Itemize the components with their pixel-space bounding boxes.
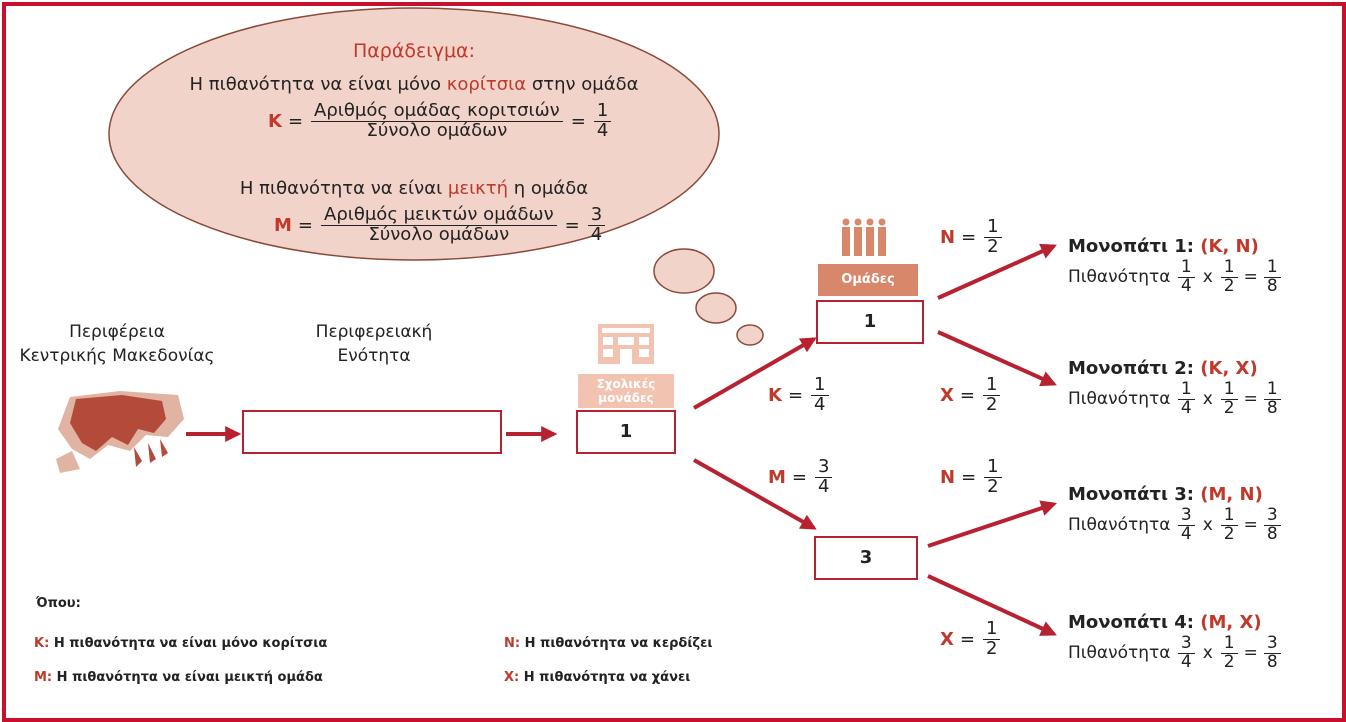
arrow-mixed-to-path3: [927, 500, 1058, 548]
arrow-schools-to-mixed: [693, 458, 817, 530]
schools-box: 1: [576, 410, 676, 454]
thought-bubble-dot-1: [653, 248, 715, 294]
arrow-schools-to-groups: [693, 337, 817, 410]
unit-label: Περιφερειακή Ενότητα: [315, 322, 433, 366]
legend-n: N: Η πιθανότητα να κερδίζει: [504, 636, 713, 651]
m-description: Η πιθανότητα να είναι μεικτή η ομάδα: [239, 178, 589, 199]
diagram-graphics: [108, 7, 1058, 636]
arrow-mixed-to-path4: [927, 574, 1057, 636]
groups-label: Ομάδες: [818, 264, 918, 296]
region-label: Περιφέρεια Κεντρικής Μακεδονίας: [19, 322, 215, 366]
mixed-box: 3: [814, 536, 918, 580]
k-description: Η πιθανότητα να είναι μόνο κορίτσια στην…: [189, 74, 639, 95]
groups-box: 1: [816, 300, 924, 344]
thought-bubble-dot-3: [736, 324, 764, 346]
thought-bubble: [108, 7, 720, 261]
thought-bubble-dot-2: [695, 292, 737, 324]
legend-heading: Όπου:: [36, 596, 81, 611]
region-map-icon: [56, 391, 184, 473]
arrow-groups-to-path1: [937, 243, 1057, 300]
arrow-groups-to-path2: [937, 330, 1057, 387]
example-title: Παράδειγμα:: [353, 40, 475, 62]
legend-k: K: Η πιθανότητα να είναι μόνο κορίτσια: [34, 636, 328, 651]
legend-m: M: Η πιθανότητα να είναι μεικτή ομάδα: [34, 670, 323, 685]
legend-x: X: Η πιθανότητα να χάνει: [504, 670, 691, 685]
regional-unit-box: [242, 410, 502, 454]
schools-label: Σχολικές μονάδες: [578, 374, 674, 408]
people-group-icon: [842, 218, 886, 256]
school-building-icon: [598, 324, 654, 364]
